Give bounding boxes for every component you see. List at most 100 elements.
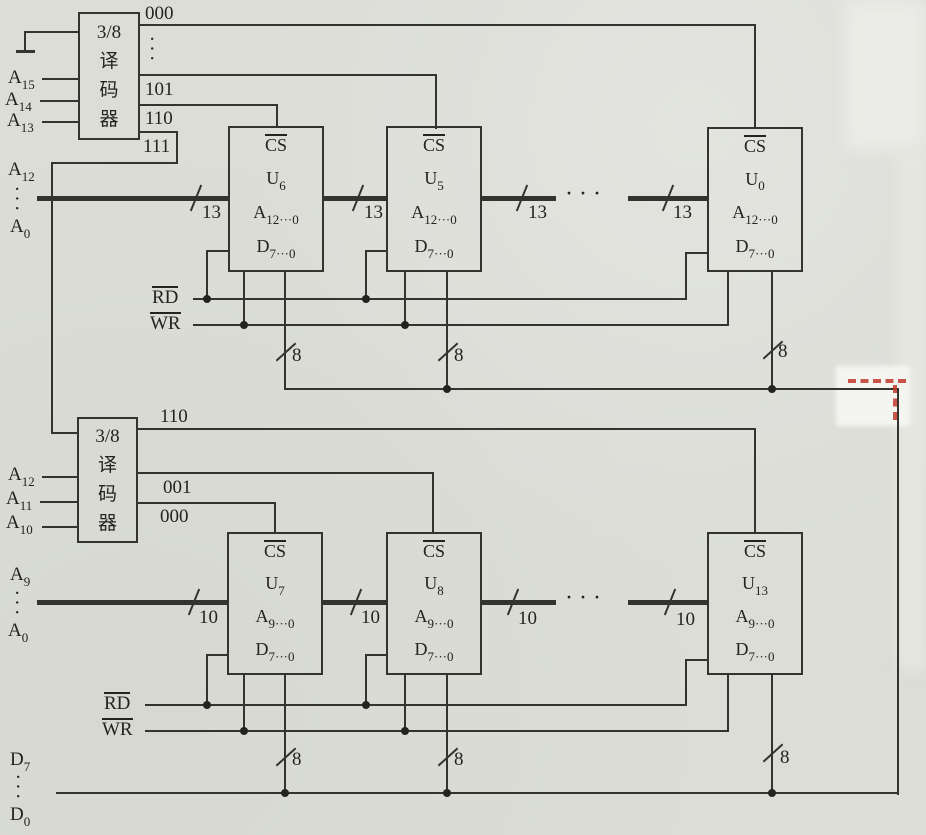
wr-label-top: WR	[150, 312, 181, 334]
u0-rd-step	[685, 252, 687, 300]
chip-u7: CS U7 A9···0 D7···0	[227, 532, 323, 675]
u7-rd-step	[206, 654, 208, 706]
u7-rd-step	[206, 654, 228, 656]
a12-input-wire	[42, 476, 77, 478]
u0-cs-wire	[754, 25, 756, 129]
chip-cs-label: CS	[264, 134, 288, 155]
u13-data-wire	[771, 675, 773, 795]
chip-u8: CS U8 A9···0 D7···0	[386, 532, 482, 675]
a10-label: A10	[6, 512, 33, 537]
decoder1-enable-wire	[25, 31, 78, 33]
decoder1-out-000-wire	[140, 24, 756, 26]
u5-rd-step	[365, 250, 367, 300]
u0-rd-step	[685, 252, 708, 254]
addr-bottom-to-label: A0	[8, 620, 29, 645]
chip-name: U0	[745, 168, 765, 194]
a11-label: A11	[6, 488, 33, 513]
decoder1-output-vdots: ···	[140, 35, 163, 65]
a12-label: A12	[8, 464, 35, 489]
bus-width-10: 10	[676, 609, 695, 630]
decoder-3-8-top: 3/8 译 码 器	[78, 12, 140, 140]
addr-bus-bottom-seg1	[37, 600, 227, 605]
bus-ellipsis-top: ···	[565, 181, 607, 207]
chip-name: U6	[266, 167, 286, 193]
junction-dot	[362, 295, 370, 303]
chip-addr-pins: A9···0	[414, 605, 454, 631]
ground-icon	[16, 50, 35, 53]
decoder2-out-001-label: 001	[163, 477, 192, 498]
u6-cs-wire	[276, 104, 278, 128]
chip-addr-pins: A12···0	[732, 202, 778, 227]
addr-bus-top-seg2	[324, 196, 386, 201]
paper-light-patch	[845, 0, 926, 150]
junction-dot	[362, 701, 370, 709]
decoder2-out-110-label: 110	[160, 406, 188, 427]
chip-addr-pins: A12···0	[411, 201, 457, 227]
u0-wr-wire	[727, 272, 729, 326]
chip-name: U8	[424, 572, 444, 598]
data-width-8: 8	[292, 749, 302, 770]
u7-cs-wire	[274, 502, 276, 534]
decoder1-out-111-label: 111	[143, 136, 171, 157]
junction-dot	[443, 789, 451, 797]
u13-wr-wire	[727, 675, 729, 732]
u6-wr-wire	[243, 272, 245, 326]
decoder2-out-110-wire	[138, 428, 756, 430]
out-111-route	[51, 162, 53, 434]
a15-input-wire	[42, 78, 78, 80]
data-width-8: 8	[778, 341, 788, 362]
u13-rd-step	[685, 659, 687, 706]
data-from-label: D7	[10, 749, 31, 774]
red-crop-mark-horizontal	[848, 379, 906, 383]
junction-dot	[443, 385, 451, 393]
chip-addr-pins: A12···0	[253, 201, 299, 227]
addr-bottom-vdots: ···	[5, 589, 28, 619]
rd-line-top	[193, 298, 687, 300]
chip-data-pins: D7···0	[255, 638, 295, 664]
junction-dot	[240, 321, 248, 329]
u6-rd-step	[206, 250, 229, 252]
addr-top-to-label: A0	[10, 216, 31, 241]
red-crop-mark-vertical	[893, 385, 897, 420]
a10-input-wire	[42, 526, 77, 528]
bus-width-13: 13	[528, 202, 547, 223]
u5-data-wire	[446, 272, 448, 390]
bus-width-13: 13	[364, 202, 383, 223]
decoder-ratio: 3/8	[96, 22, 122, 43]
chip-u13: CS U13 A9···0 D7···0	[707, 532, 803, 675]
bus-width-10: 10	[361, 607, 380, 628]
addr-bus-top-seg3	[482, 196, 556, 201]
decoder-name-char: 译	[99, 51, 119, 72]
junction-dot	[768, 385, 776, 393]
bus-width-13: 13	[202, 202, 221, 223]
decoder2-out-000-wire	[138, 502, 276, 504]
data-vdots: ···	[6, 773, 29, 803]
rd-label-top: RD	[152, 286, 179, 308]
ground-stem	[24, 31, 26, 52]
decoder-name-char: 器	[97, 513, 117, 534]
chip-data-pins: D7···0	[414, 638, 454, 664]
data-width-8: 8	[454, 749, 464, 770]
chip-cs-label: CS	[743, 540, 767, 561]
u8-rd-step	[365, 654, 387, 656]
data-collector-top	[285, 388, 899, 390]
u8-rd-step	[365, 654, 367, 706]
data-width-8: 8	[780, 747, 790, 768]
decoder1-out-110-label: 110	[145, 108, 173, 129]
a13-label: A13	[7, 110, 34, 135]
junction-dot	[401, 321, 409, 329]
decoder1-out-111-wire	[140, 131, 178, 133]
junction-dot	[281, 789, 289, 797]
system-data-bus	[56, 792, 899, 794]
bus-width-10: 10	[518, 608, 537, 629]
decoder-name-char: 器	[99, 109, 119, 130]
decoder-name-char: 译	[97, 455, 117, 476]
decoder2-out-000-label: 000	[160, 506, 189, 527]
wr-line-top	[193, 324, 729, 326]
u5-wr-wire	[404, 272, 406, 326]
chip-u6: CS U6 A12···0 D7···0	[228, 126, 324, 272]
chip-data-pins: D7···0	[735, 638, 775, 664]
chip-data-pins: D7···0	[735, 236, 775, 261]
a14-label: A14	[5, 89, 32, 114]
bus-width-13: 13	[673, 202, 692, 223]
